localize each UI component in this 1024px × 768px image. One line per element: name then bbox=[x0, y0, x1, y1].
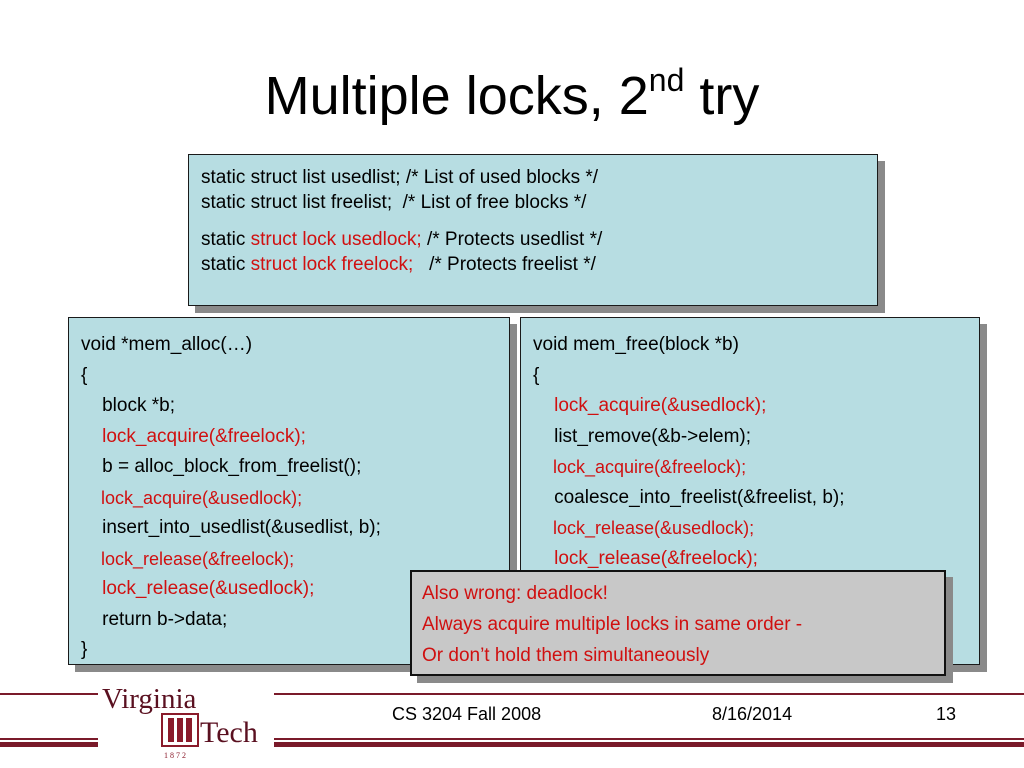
free-line: lock_acquire(&usedlock); bbox=[533, 395, 767, 416]
footer-stripe-bottom bbox=[0, 742, 1024, 747]
logo-tech-text: Tech bbox=[200, 716, 258, 749]
footer-stripe-thin bbox=[0, 738, 1024, 740]
alloc-line: } bbox=[81, 639, 88, 660]
alloc-line: lock_acquire(&usedlock); bbox=[81, 487, 303, 508]
footer-course: CS 3204 Fall 2008 bbox=[392, 704, 542, 724]
title-superscript: nd bbox=[648, 62, 685, 98]
decl-line-4-lock: struct lock freelock; bbox=[250, 254, 414, 275]
logo-virginia-text: Virginia bbox=[102, 683, 197, 715]
decl-line-3-comment: /* Protects usedlist */ bbox=[421, 229, 603, 250]
note-line-3: Or don’t hold them simultaneously bbox=[422, 645, 710, 666]
decl-line-4: static struct lock freelock; /* Protects… bbox=[201, 252, 865, 277]
free-line: lock_release(&usedlock); bbox=[533, 518, 755, 538]
alloc-line: lock_release(&usedlock); bbox=[81, 578, 315, 599]
free-line: coalesce_into_freelist(&freelist, b); bbox=[533, 486, 845, 508]
free-line: void mem_free(block *b) bbox=[533, 334, 739, 355]
alloc-line: b = alloc_block_from_freelist(); bbox=[81, 456, 362, 477]
slide-title: Multiple locks, 2nd try bbox=[0, 64, 1024, 128]
decl-line-4-prefix: static bbox=[201, 254, 251, 275]
alloc-line: lock_acquire(&freelock); bbox=[81, 425, 306, 447]
footer-stripe-top bbox=[0, 693, 1024, 695]
free-line: list_remove(&b->elem); bbox=[533, 425, 752, 447]
note-line-1: Also wrong: deadlock! bbox=[422, 583, 608, 604]
free-line: lock_release(&freelock); bbox=[533, 547, 758, 569]
alloc-line: lock_release(&freelock); bbox=[81, 548, 295, 569]
mem-alloc-code-box: void *mem_alloc(…) { block *b; lock_acqu… bbox=[68, 317, 510, 665]
footer-date: 8/16/2014 bbox=[712, 704, 793, 724]
decl-line-2: static struct list freelist; /* List of … bbox=[201, 192, 587, 213]
logo-year-text: 1 8 7 2 bbox=[164, 751, 186, 760]
deadlock-note-box: Also wrong: deadlock! Always acquire mul… bbox=[410, 570, 946, 676]
decl-line-3-prefix: static bbox=[201, 229, 251, 250]
alloc-line: insert_into_usedlist(&usedlist, b); bbox=[81, 517, 381, 538]
decl-line-1: static struct list usedlist; /* List of … bbox=[201, 167, 599, 188]
decl-line-3-lock: struct lock usedlock; bbox=[250, 229, 422, 250]
footer-page-number: 13 bbox=[936, 704, 957, 724]
title-main: Multiple locks, 2 bbox=[264, 66, 649, 126]
free-line: lock_acquire(&freelock); bbox=[533, 457, 747, 477]
alloc-line: { bbox=[81, 364, 88, 386]
virginia-tech-logo: Virginia 1 8 7 2 Tech bbox=[98, 682, 274, 762]
alloc-line: block *b; bbox=[81, 395, 175, 416]
alloc-line: return b->data; bbox=[81, 608, 228, 630]
decl-line-3: static struct lock usedlock; /* Protects… bbox=[201, 227, 865, 252]
decl-line-4-comment: /* Protects freelist */ bbox=[413, 254, 596, 275]
declarations-box: static struct list usedlist; /* List of … bbox=[188, 154, 878, 306]
free-line: { bbox=[533, 364, 540, 386]
alloc-line: void *mem_alloc(…) bbox=[81, 334, 253, 355]
note-line-2: Always acquire multiple locks in same or… bbox=[422, 614, 803, 635]
title-end: try bbox=[684, 66, 760, 126]
